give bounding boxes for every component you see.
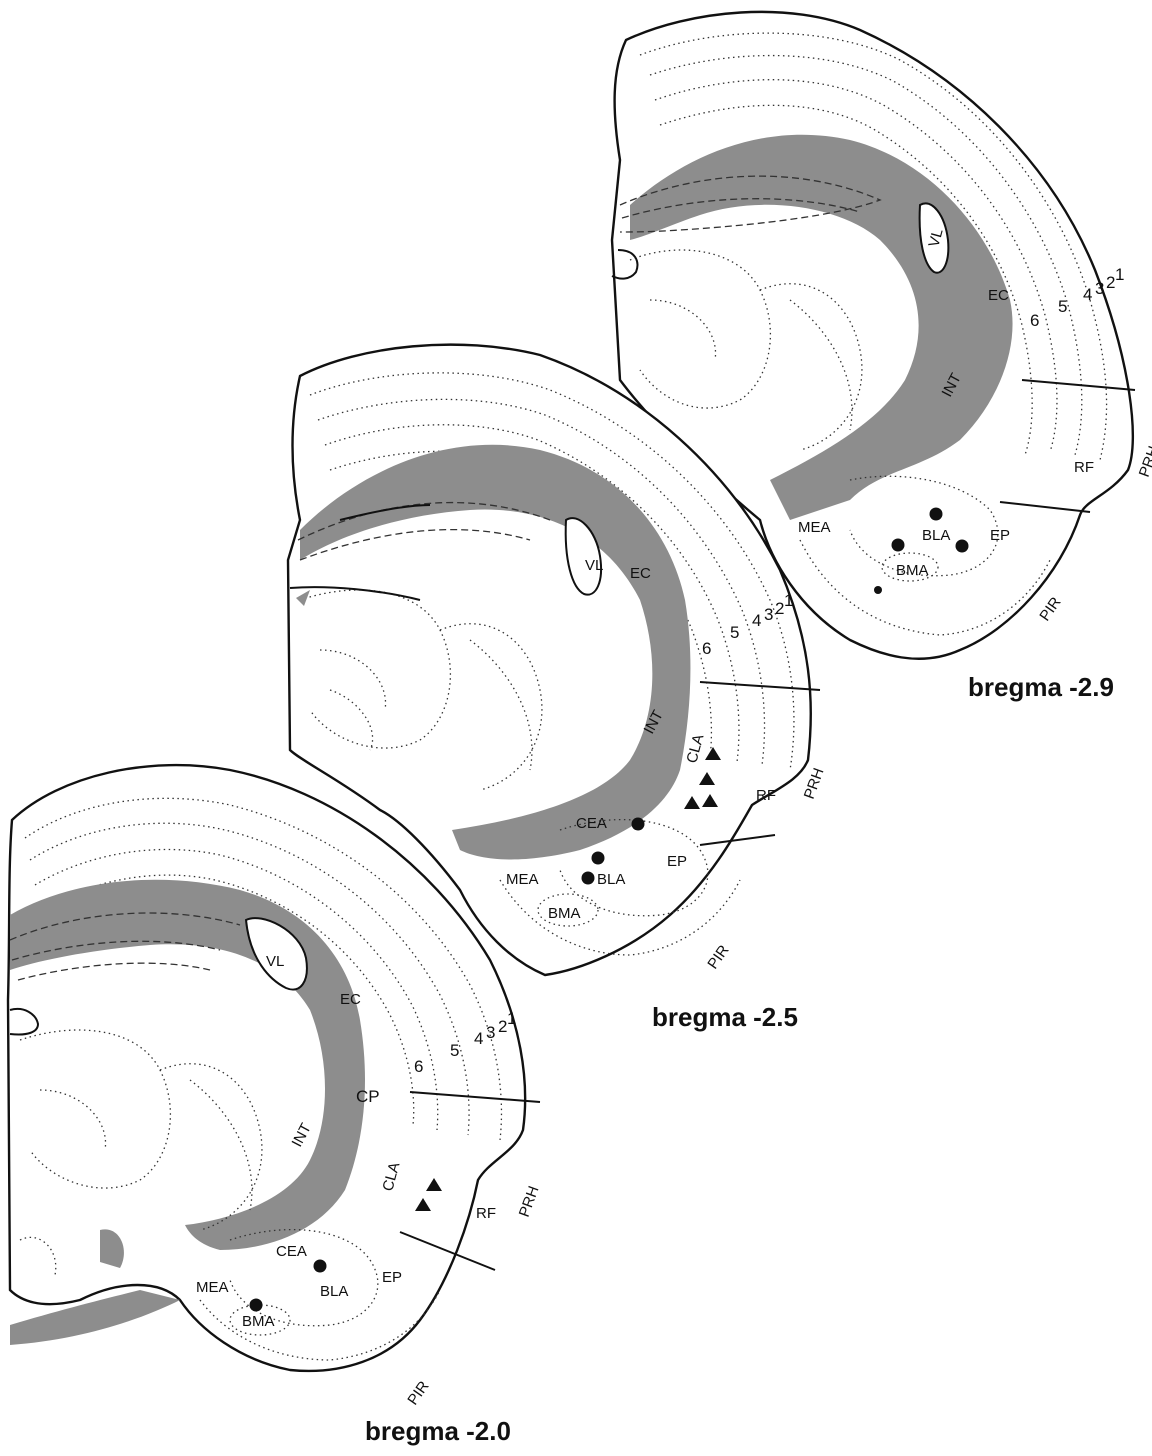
injection-site-circle [592, 852, 605, 865]
label-ec: EC [988, 287, 1009, 304]
label-pir: PIR [704, 942, 732, 972]
label-ec: EC [340, 991, 361, 1008]
injection-site-circle [892, 539, 905, 552]
label-pir: PIR [404, 1378, 432, 1408]
label-ep: EP [990, 527, 1010, 544]
caption-bregma-2.9: bregma -2.9 [968, 672, 1114, 702]
label-layer-4: 4 [752, 611, 761, 630]
caption-bregma-2.0: bregma -2.0 [365, 1416, 511, 1446]
label-pir: PIR [1036, 594, 1064, 624]
label-bla: BLA [922, 527, 950, 544]
label-vl: VL [585, 557, 603, 574]
injection-site-circle [930, 508, 943, 521]
label-mea: MEA [506, 871, 539, 888]
injection-site-circle [314, 1260, 327, 1273]
label-layer-3: 3 [1095, 279, 1104, 298]
label-layer-6: 6 [702, 639, 711, 658]
label-layer-4: 4 [474, 1029, 483, 1048]
injection-site-circle [632, 818, 645, 831]
label-mea: MEA [798, 519, 831, 536]
label-rf: RF [1074, 459, 1094, 476]
label-cea: CEA [276, 1243, 307, 1260]
label-prh: PRH [1136, 444, 1152, 480]
label-bma: BMA [242, 1313, 275, 1330]
injection-site-circle [874, 586, 882, 594]
label-rf: RF [476, 1205, 496, 1222]
label-layer-1: 1 [507, 1009, 516, 1028]
label-ep: EP [667, 853, 687, 870]
label-prh: PRH [516, 1184, 543, 1220]
label-bla: BLA [320, 1283, 348, 1300]
label-cp: CP [356, 1087, 380, 1106]
label-layer-6: 6 [414, 1057, 423, 1076]
label-layer-1: 1 [784, 591, 793, 610]
caption-bregma-2.5: bregma -2.5 [652, 1002, 798, 1032]
injection-site-circle [582, 872, 595, 885]
label-layer-6: 6 [1030, 311, 1039, 330]
label-bma: BMA [896, 562, 929, 579]
injection-site-circle [956, 540, 969, 553]
label-layer-5: 5 [730, 623, 739, 642]
label-bma: BMA [548, 905, 581, 922]
label-layer-3: 3 [486, 1023, 495, 1042]
label-layer-4: 4 [1083, 285, 1092, 304]
label-rf: RF [756, 787, 776, 804]
label-vl: VL [266, 953, 284, 970]
injection-site-circle [250, 1299, 263, 1312]
label-layer-5: 5 [450, 1041, 459, 1060]
label-mea: MEA [196, 1279, 229, 1296]
label-layer-3: 3 [764, 605, 773, 624]
label-cea: CEA [576, 815, 607, 832]
label-bla: BLA [597, 871, 625, 888]
label-prh: PRH [801, 766, 828, 802]
label-layer-1: 1 [1115, 265, 1124, 284]
label-ep: EP [382, 1269, 402, 1286]
label-ec: EC [630, 565, 651, 582]
label-layer-5: 5 [1058, 297, 1067, 316]
